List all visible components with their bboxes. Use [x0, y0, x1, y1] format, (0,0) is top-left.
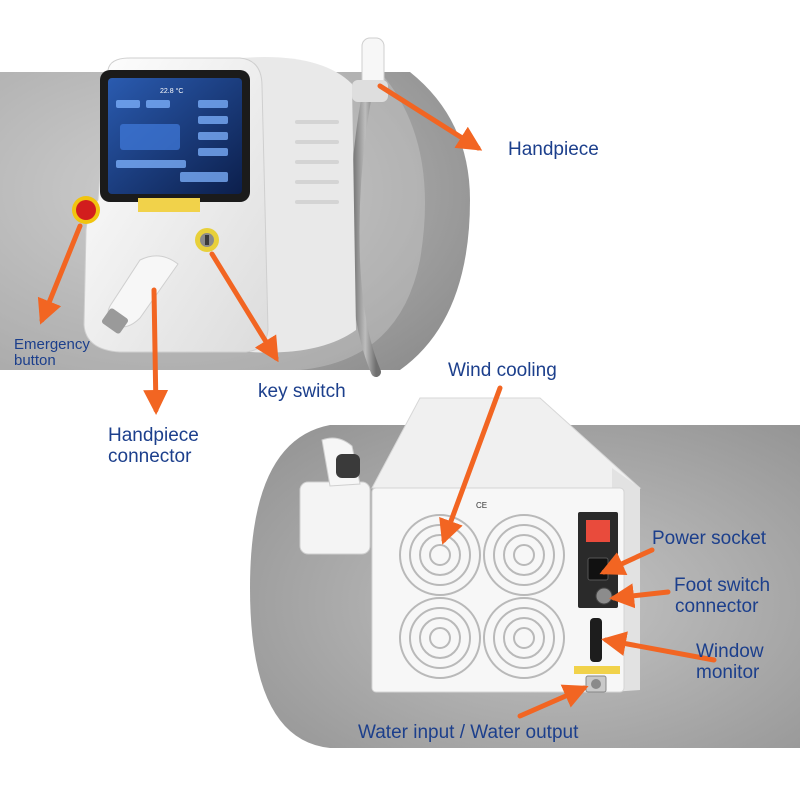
arrow-window-monitor: [601, 631, 717, 663]
label-foot-switch-connector: Foot switch connector: [674, 575, 771, 617]
callout-arrows: [37, 83, 717, 719]
label-key-switch: key switch: [258, 381, 346, 402]
screen-temperature: 22.8 °C: [160, 87, 183, 95]
arrow-wind-cooling: [439, 385, 503, 545]
key-switch-icon[interactable]: [195, 228, 219, 252]
top-panel: 22.8 °C: [0, 37, 470, 377]
window-monitor: [590, 618, 602, 662]
screen-buttons: [116, 100, 228, 182]
fan-grille-icon: [483, 514, 565, 596]
label-handpiece-connector: Handpiece connector: [108, 425, 199, 467]
label-emergency-button: Emergency button: [14, 336, 90, 369]
arrow-handpiece: [377, 83, 483, 151]
breaker-label: [586, 520, 610, 542]
arrow-power-socket: [599, 547, 655, 576]
fan-grille-icon: [483, 597, 565, 679]
arrow-handpiece-connector: [143, 287, 169, 415]
arrow-water-io: [517, 684, 589, 719]
warning-sticker: [138, 198, 200, 212]
handpiece-cable: [349, 95, 381, 377]
label-handpiece-top: Handpiece: [508, 139, 599, 160]
arrow-key-switch: [209, 251, 279, 363]
water-port-icon[interactable]: [585, 675, 607, 693]
device-rear-view: CE: [299, 397, 642, 693]
top-handpiece: [352, 37, 388, 102]
rear-handpiece-holder: [299, 437, 371, 555]
bottom-panel: CE: [250, 397, 800, 748]
fan-grille-icon: [399, 597, 481, 679]
label-water-io: Water input / Water output: [358, 722, 579, 743]
foot-switch-connector-icon[interactable]: [595, 587, 613, 605]
side-vent-slots: [295, 120, 339, 204]
device-body-side: [240, 57, 356, 353]
label-wind-cooling: Wind cooling: [448, 360, 557, 381]
device-front-view: 22.8 °C: [72, 37, 388, 353]
water-warning-sticker: [574, 666, 620, 674]
label-power-socket: Power socket: [652, 528, 767, 549]
label-window-monitor: Window monitor: [696, 641, 764, 683]
arrow-emergency-button: [37, 223, 83, 325]
emergency-button-icon[interactable]: [72, 196, 100, 224]
front-handpiece: [102, 255, 179, 334]
ce-mark: CE: [476, 501, 487, 510]
arrow-foot-switch: [609, 583, 671, 609]
